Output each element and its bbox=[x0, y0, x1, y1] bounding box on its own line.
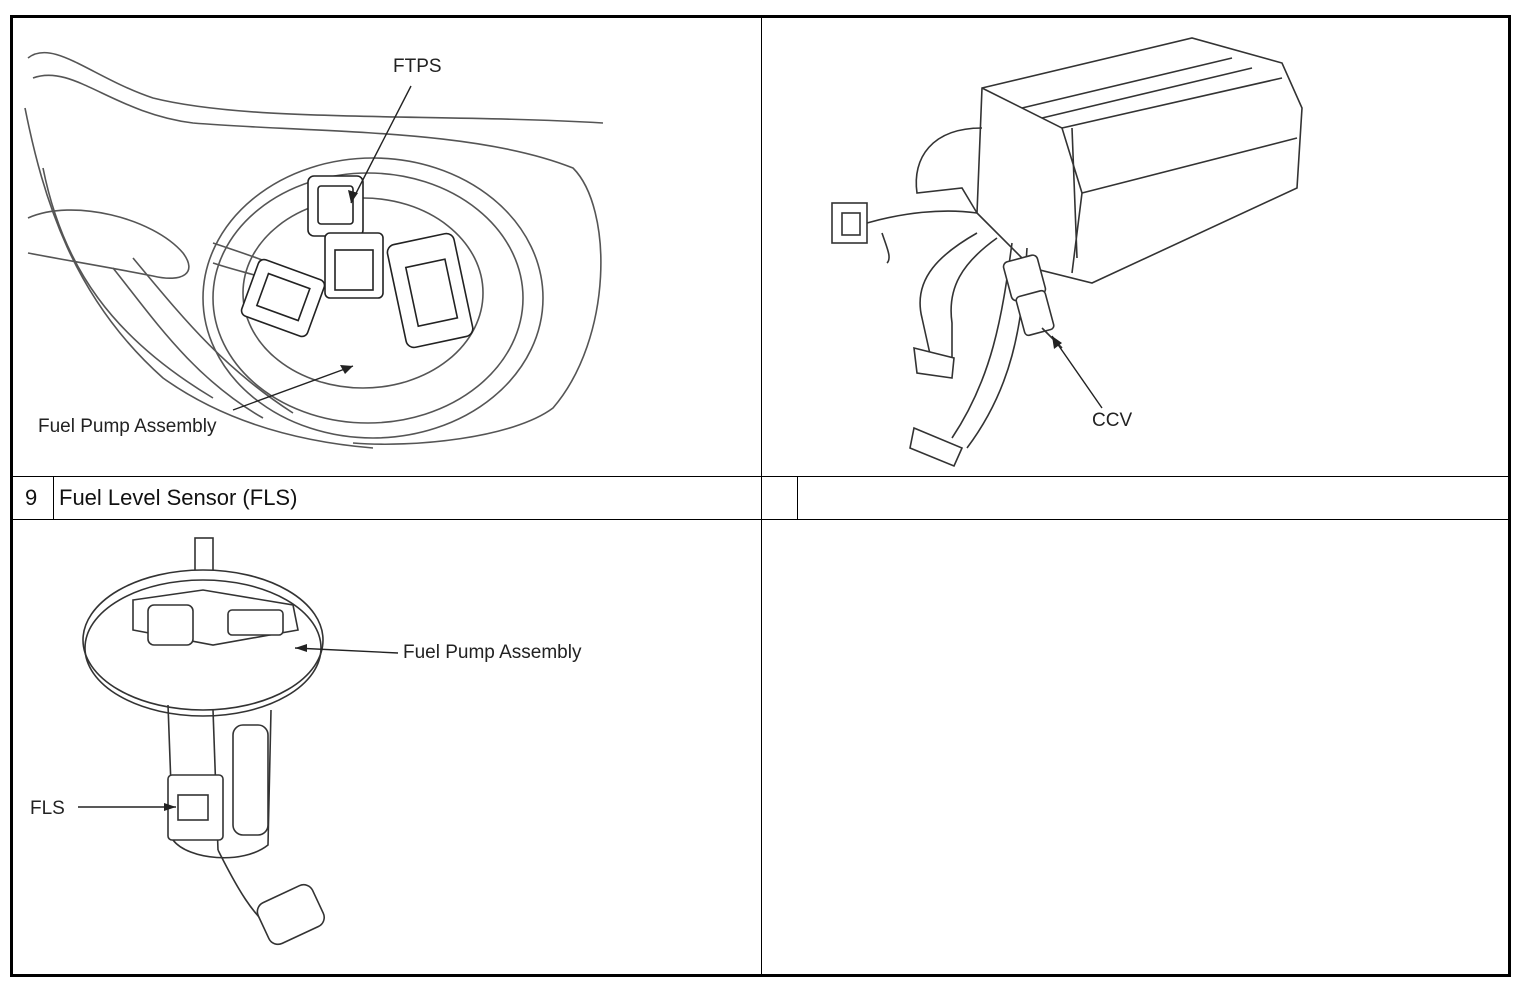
fuel-pump-assembly-label-bottom: Fuel Pump Assembly bbox=[403, 642, 582, 663]
canister-illustration bbox=[831, 37, 1303, 468]
fuel-tank-illustration bbox=[24, 51, 604, 449]
document-table: FTPS Fuel Pump Assembly bbox=[10, 15, 1511, 977]
row-number: 9 bbox=[25, 485, 38, 510]
fuel-pump-fls-illustration bbox=[78, 537, 399, 946]
empty-cell bbox=[762, 520, 1508, 974]
row-title: Fuel Level Sensor (FLS) bbox=[59, 485, 298, 510]
row-divider-top bbox=[13, 476, 1508, 477]
number-cell-divider-left bbox=[53, 476, 54, 520]
ccv-label: CCV bbox=[1092, 410, 1133, 431]
figure-fuel-pump-ftps: FTPS Fuel Pump Assembly bbox=[13, 18, 761, 476]
figure-fuel-pump-fls: Fuel Pump Assembly FLS bbox=[13, 520, 761, 974]
column-divider bbox=[761, 18, 762, 974]
fls-label: FLS bbox=[30, 798, 65, 819]
fuel-pump-assembly-label: Fuel Pump Assembly bbox=[38, 416, 217, 437]
row-divider-bottom bbox=[13, 519, 1508, 520]
figure-canister-ccv: CCV bbox=[762, 18, 1508, 476]
number-cell-divider-right bbox=[797, 476, 798, 520]
ftps-label: FTPS bbox=[393, 56, 442, 77]
